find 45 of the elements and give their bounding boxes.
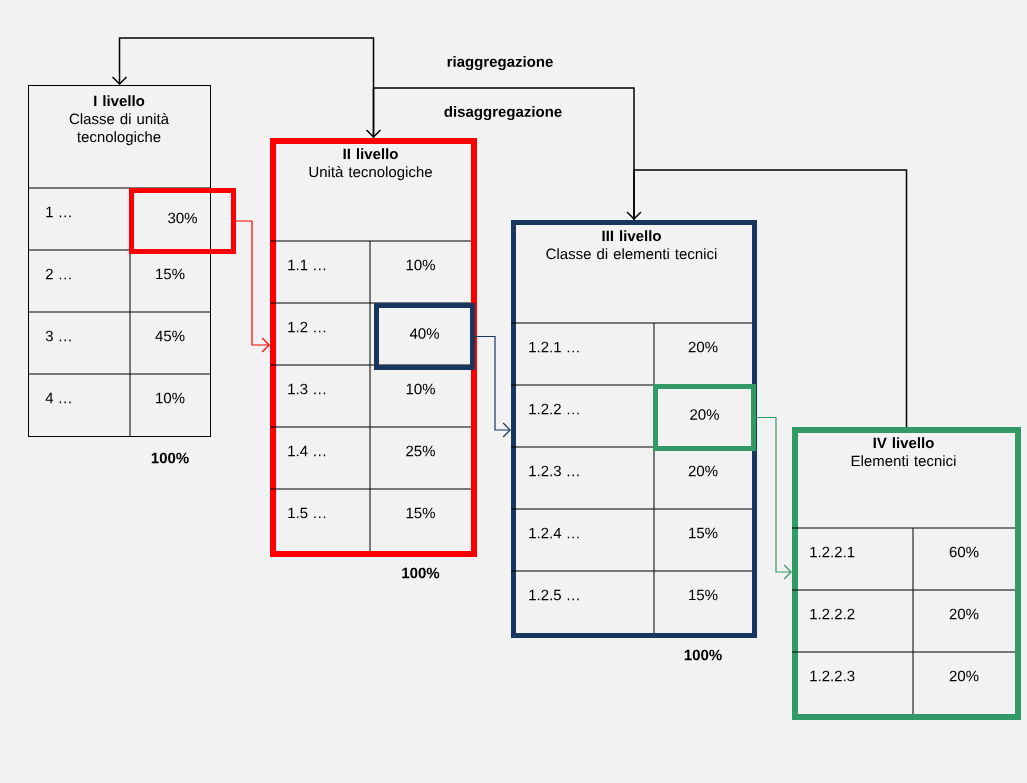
arrow: [755, 416, 792, 580]
table-cell: 1 …: [46, 206, 71, 218]
table-cell: 20%: [949, 608, 979, 620]
table-cell: 10%: [406, 259, 435, 271]
arrow: [626, 169, 908, 428]
table-cell: 20%: [949, 670, 979, 682]
table-cell: 1.3 …: [288, 383, 326, 395]
table-cell: 15%: [689, 589, 718, 601]
highlighted-cell: 30%: [129, 188, 236, 254]
table-cell: 3 …: [45, 330, 71, 342]
arrow: [365, 87, 635, 221]
table-cell: 1.2.2.3: [810, 670, 855, 682]
table-cell: 15%: [689, 527, 718, 539]
table-cell: 25%: [406, 445, 435, 457]
table-cell: 1.5 …: [288, 507, 326, 519]
table-cell: 45%: [155, 330, 185, 342]
total-label: 100%: [402, 567, 440, 579]
highlighted-cell: 40%: [374, 303, 475, 370]
table-cell: 2 …: [45, 268, 71, 280]
table-cell: 15%: [156, 268, 185, 280]
arrow: [474, 335, 511, 438]
table-cell: 20%: [688, 341, 718, 353]
total-label: 100%: [684, 649, 722, 661]
table-cell: 10%: [406, 383, 435, 395]
table-cell: 60%: [949, 546, 979, 558]
table-cell: 20%: [688, 465, 718, 477]
table-cell: 1.1 …: [288, 259, 326, 271]
table-cell: 1.2.2.2: [810, 608, 855, 620]
flow-label: riaggregazione: [447, 55, 553, 70]
table-cell: 15%: [406, 507, 435, 519]
total-label: 100%: [151, 452, 189, 464]
table-cell: 1.4 …: [288, 445, 326, 457]
table-cell: 1.2.3 …: [529, 465, 579, 477]
highlighted-cell: 20%: [653, 384, 756, 451]
table-cell: 1.2.2 …: [529, 403, 579, 415]
table-cell: 1.2.5 …: [529, 589, 579, 601]
table-cell: 1.2 …: [288, 321, 326, 333]
table-cell: 1.2.4 …: [529, 527, 579, 539]
flow-label: disaggregazione: [444, 105, 562, 120]
table-cell: 4 …: [45, 392, 71, 404]
arrow: [111, 37, 375, 139]
table-cell: 1.2.1 …: [529, 341, 579, 353]
table-cell: 10%: [156, 392, 185, 404]
arrow: [235, 220, 270, 353]
table-cell: 1.2.2.1: [810, 546, 855, 558]
